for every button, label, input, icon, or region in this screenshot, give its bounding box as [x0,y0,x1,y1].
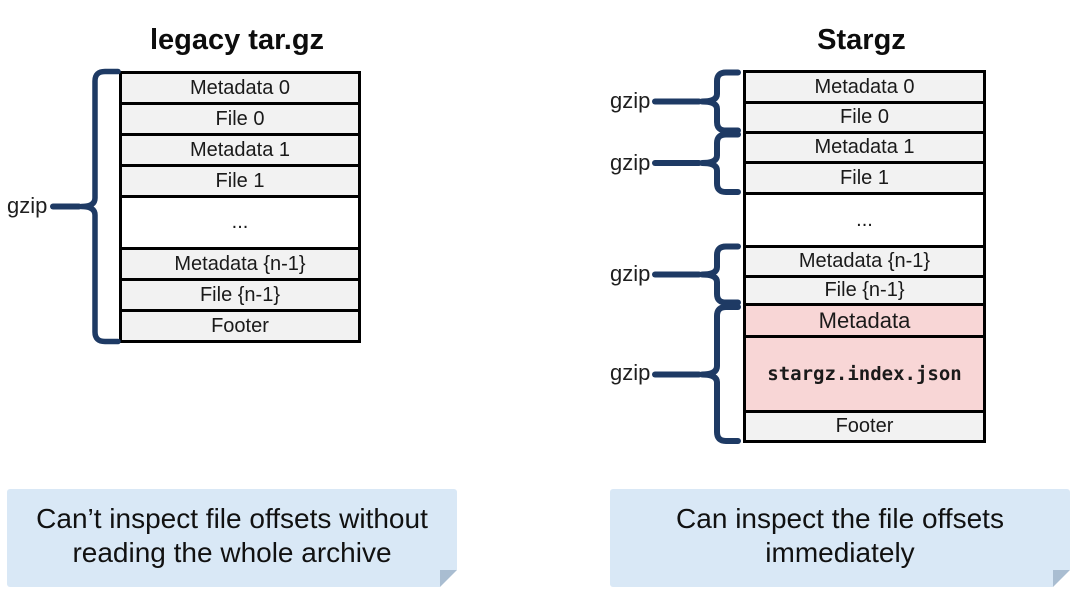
stack-row-ellipsis: ... [746,192,983,245]
right-diagram-title: Stargz [817,24,906,56]
stack-row: Metadata 1 [122,133,358,164]
folded-corner-icon [440,570,457,587]
stargz-stack: Metadata 0 File 0 Metadata 1 File 1 ... … [743,70,986,443]
gzip-label: gzip [610,150,651,175]
gzip-brace-right-2 [699,131,741,195]
folded-corner-icon [1053,570,1070,587]
gzip-label: gzip [610,360,651,385]
legacy-targz-stack: Metadata 0 File 0 Metadata 1 File 1 ... … [119,71,361,343]
stack-row: Metadata 1 [746,131,983,161]
left-diagram-title: legacy tar.gz [149,24,325,56]
stack-row: File 0 [122,102,358,133]
gzip-brace-right-1 [699,69,741,134]
stack-row: Footer [122,309,358,340]
stack-row: File 0 [746,101,983,131]
stargz-callout-text: Can inspect the file offsets immediately [676,503,1004,568]
legacy-callout-text: Can’t inspect file offsets without readi… [36,503,428,568]
stargz-callout-note: Can inspect the file offsets immediately [610,489,1070,587]
stack-row: Footer [746,410,983,440]
stack-row: Metadata 0 [122,74,358,102]
gzip-label: gzip [610,261,651,286]
stack-row: File 1 [746,161,983,192]
stack-row-toc-metadata: Metadata [746,303,983,335]
gzip-label: gzip [7,193,48,218]
stack-row-stargz-index-json: stargz.index.json [746,335,983,410]
stack-row-ellipsis: ... [122,195,358,247]
gzip-brace-left [78,68,121,345]
stack-row: File {n-1} [122,278,358,309]
stack-row: Metadata 0 [746,73,983,101]
stack-row: Metadata {n-1} [122,247,358,278]
legacy-callout-note: Can’t inspect file offsets without readi… [7,489,457,587]
gzip-brace-right-3 [699,243,741,306]
stack-row: Metadata {n-1} [746,245,983,275]
gzip-brace-right-4 [699,304,741,444]
gzip-label: gzip [610,88,651,113]
stack-row: File 1 [122,164,358,195]
stack-row: File {n-1} [746,275,983,303]
